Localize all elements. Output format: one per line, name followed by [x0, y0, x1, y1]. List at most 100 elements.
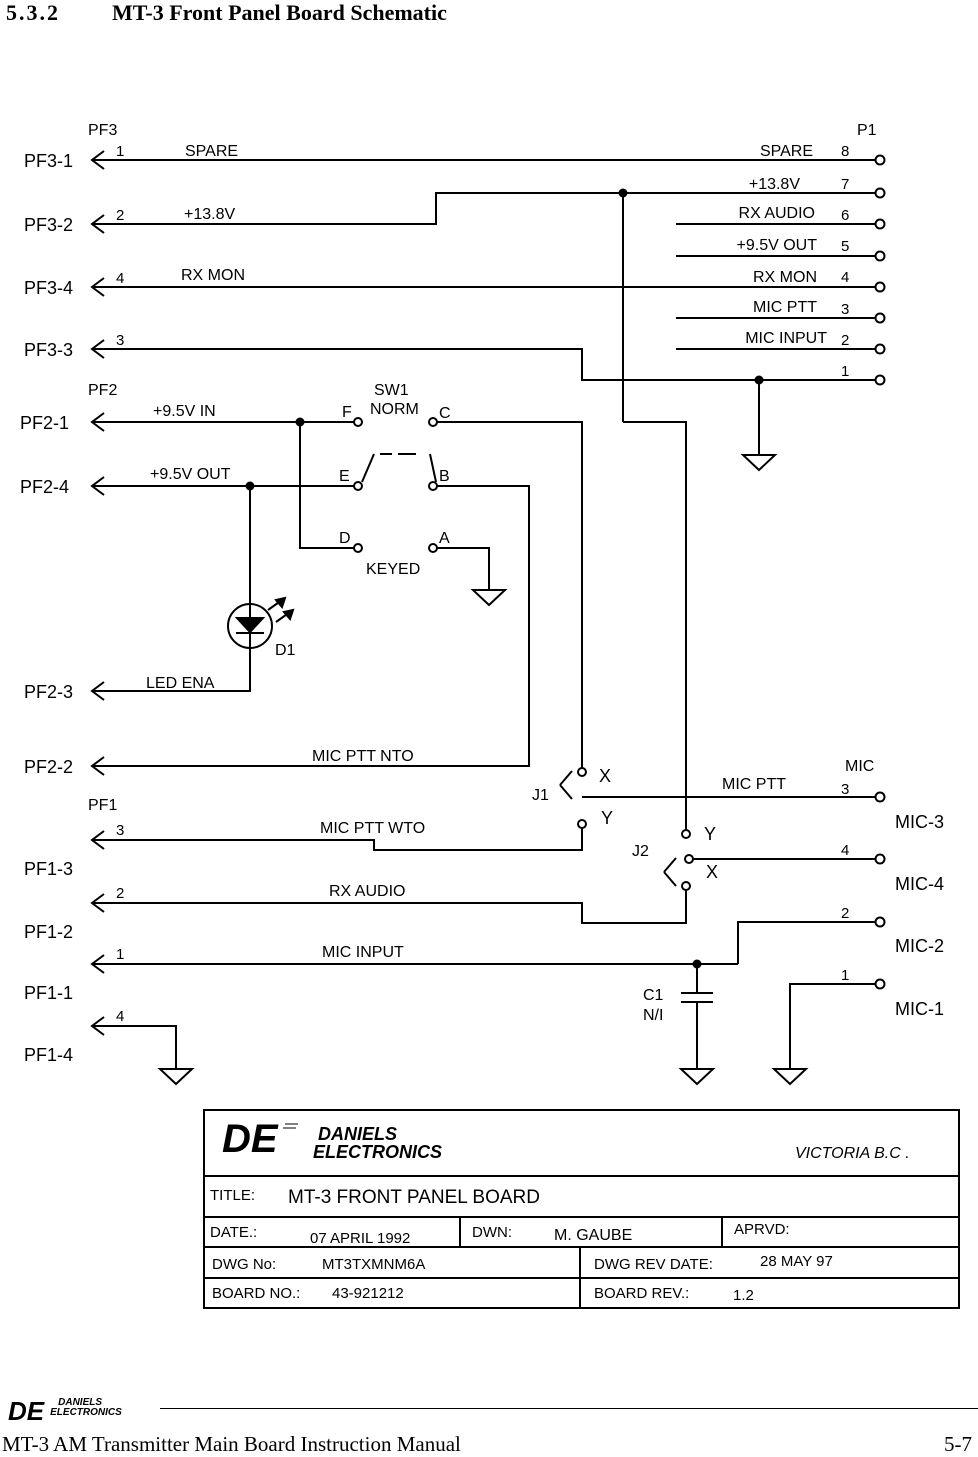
signal-label: RX AUDIO: [329, 883, 405, 900]
pin-number: 4: [841, 269, 849, 286]
port-pf3-4: PF3-4: [24, 278, 73, 298]
ground-symbol-c1: [678, 1068, 716, 1086]
port-pf2-2: PF2-2: [24, 757, 73, 777]
port-pf1-1: PF1-1: [24, 983, 73, 1003]
signal-label: MIC PTT NTO: [312, 748, 414, 765]
port-pf2-1: PF2-1: [20, 413, 69, 433]
terminal-j2-y: [681, 829, 691, 839]
connector-mic-label: MIC: [845, 758, 874, 775]
jack-pin-y: Y: [601, 808, 613, 828]
junction-dot: [295, 417, 305, 427]
date-value: 07 APRIL 1992: [310, 1230, 410, 1247]
footer-rule: [160, 1408, 978, 1409]
footer-logo-line1: DANIELS: [58, 1397, 103, 1408]
pin-number: 1: [841, 967, 849, 984]
port-pf1-2: PF1-2: [24, 922, 73, 942]
signal-label: LED ENA: [146, 675, 215, 692]
junction-dot: [245, 481, 255, 491]
connector-pf3-label: PF3: [88, 122, 117, 139]
pin-number: 2: [841, 332, 849, 349]
title-label: TITLE:: [210, 1187, 255, 1204]
title-block-frame: [203, 1109, 960, 1309]
port-pf3-3: PF3-3: [24, 340, 73, 360]
pin-number: 3: [116, 822, 124, 839]
connector-pf2-label: PF2: [88, 382, 117, 399]
footer-page-number: 5-7: [944, 1432, 972, 1456]
terminal-mic-4: [874, 853, 886, 865]
led-ray-head: [282, 608, 295, 621]
jack-pin-y: Y: [704, 824, 716, 844]
pin-number: 2: [841, 905, 849, 922]
section-number: 5.3.2: [6, 0, 60, 25]
pin-number: 3: [841, 781, 849, 798]
signal-label: +13.8V: [184, 206, 235, 223]
connector-pf1-label: PF1: [88, 797, 117, 814]
wire-mic-ptt-wto: [92, 828, 583, 851]
board-no-value: 43-921212: [332, 1285, 404, 1302]
dwn-label: DWN:: [472, 1224, 512, 1241]
component-d1: D1: [275, 642, 296, 659]
dwg-rev-date-label: DWG REV DATE:: [594, 1256, 713, 1273]
board-rev-value: 1.2: [733, 1287, 754, 1304]
wire-a-gnd: [437, 547, 490, 590]
signal-label: +13.8V: [749, 176, 800, 193]
signal-label: MIC PTT: [753, 299, 817, 316]
port-mic-4: MIC-4: [895, 874, 944, 894]
board-no-label: BOARD NO.:: [212, 1285, 300, 1302]
dwg-rev-date-value: 28 MAY 97: [760, 1253, 833, 1270]
terminal-p1-2: [874, 343, 886, 355]
wire-c-j1: [437, 421, 583, 768]
led-ray-head: [274, 596, 287, 609]
signal-label: MIC INPUT: [745, 330, 827, 347]
wire-gnd-pf3-3: [92, 348, 876, 381]
terminal-j2-common: [684, 854, 694, 864]
port-mic-2: MIC-2: [895, 936, 944, 956]
company-location: VICTORIA B.C .: [795, 1145, 910, 1162]
junction-dot: [692, 959, 702, 969]
footer-logo-mark: DE: [8, 1396, 45, 1426]
wire-95v-in-d: [299, 422, 355, 549]
signal-label: SPARE: [185, 143, 238, 160]
j1-lever: [559, 770, 573, 786]
j2-lever: [663, 871, 677, 887]
signal-label: MIC PTT WTO: [320, 820, 425, 837]
signal-label: +9.5V OUT: [150, 466, 231, 483]
connector-p1-label: P1: [857, 122, 877, 139]
port-pf2-3: PF2-3: [24, 682, 73, 702]
signal-label: MIC INPUT: [322, 944, 404, 961]
aprvd-label: APRVD:: [734, 1221, 790, 1238]
pin-number: 8: [841, 143, 849, 160]
company-name-line1: DANIELS: [318, 1124, 397, 1144]
port-pf2-4: PF2-4: [20, 477, 69, 497]
component-c1: C1: [643, 987, 664, 1004]
terminal-sw-f: [353, 417, 363, 427]
ground-symbol-mic: [771, 1068, 809, 1086]
terminal-mic-2: [874, 916, 886, 928]
led-d1-anode: [234, 617, 266, 634]
footer-logo-line2: ELECTRONICS: [50, 1407, 122, 1418]
signal-label: MIC PTT: [722, 776, 786, 793]
switch-contact-e: [361, 453, 375, 483]
pin-number: 1: [841, 363, 849, 380]
ground-symbol-p1: [740, 454, 778, 472]
wire-13v8-j2: [623, 421, 687, 830]
pin-number: 7: [841, 176, 849, 193]
wire-pf1-4: [92, 1025, 177, 1069]
component-j2: J2: [632, 843, 649, 860]
component-sw1-keyed: KEYED: [366, 561, 420, 578]
terminal-j1-x: [577, 767, 587, 777]
logo-lines: [283, 1123, 298, 1129]
terminal-p1-6: [874, 218, 886, 230]
company-logo: DE: [222, 1117, 279, 1161]
terminal-sw-a: [428, 543, 438, 553]
pin-number: 4: [841, 842, 849, 859]
dwg-no-value: MT3TXMNM6A: [322, 1256, 425, 1273]
signal-label: SPARE: [760, 143, 813, 160]
pin-number: 3: [116, 332, 124, 349]
terminal-j1-y: [577, 819, 587, 829]
footer-logo: DE DANIELS ELECTRONICS: [8, 1396, 122, 1427]
wire-mic-2: [737, 921, 876, 964]
switch-pin-d: D: [339, 530, 351, 547]
